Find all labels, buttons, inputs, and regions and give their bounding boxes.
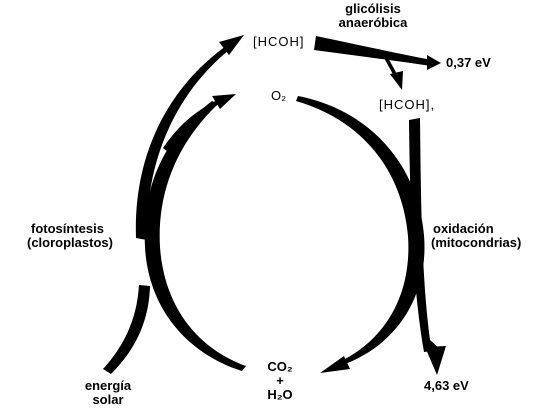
glycolysis-wedge xyxy=(314,36,432,66)
solar-line1: energía xyxy=(84,378,132,393)
oxidation-branch xyxy=(409,118,441,352)
h2o-text: H₂O xyxy=(267,387,293,402)
glycolysis-line2: anaeróbica xyxy=(338,15,408,30)
arrowhead-to-oxidation-energy xyxy=(425,346,446,375)
arrowhead-to-glycolysis-energy xyxy=(427,55,441,70)
hcoh-top-label: [HCOH] xyxy=(253,34,305,49)
photosynthesis-line2: (cloroplastos) xyxy=(27,235,113,250)
glycolysis-energy-label: 0,37 eV xyxy=(446,55,491,70)
solar-energy-tail xyxy=(103,285,150,374)
o2-label: O₂ xyxy=(271,88,287,103)
glycolysis-line1: glicólisis xyxy=(345,1,401,16)
oxidation-crescent xyxy=(296,96,425,364)
oxidation-line2: (mitocondrias) xyxy=(431,235,522,250)
glycolysis-label: glicólisis anaeróbica xyxy=(330,2,416,30)
oxidation-line1: oxidación xyxy=(433,221,494,236)
co2-h2o-label: CO₂ + H₂O xyxy=(262,360,298,402)
arrowhead-to-hcoh-right xyxy=(390,71,403,90)
hcoh-right-label: [HCOH], xyxy=(379,97,436,112)
oxidation-energy-label: 4,63 eV xyxy=(424,378,469,393)
arrowhead-to-o2 xyxy=(212,94,236,109)
plus-text: + xyxy=(276,373,284,388)
glycolysis-down-stem xyxy=(383,54,398,78)
co2-text: CO₂ xyxy=(267,359,293,374)
arrowhead-to-hcoh xyxy=(219,35,244,55)
photosynthesis-inner-arc xyxy=(163,100,219,152)
solar-line2: solar xyxy=(92,392,124,407)
photosynthesis-line1: fotosíntesis xyxy=(31,221,104,236)
oxidation-label: oxidación (mitocondrias) xyxy=(431,222,521,250)
photosynthesis-label: fotosíntesis (cloroplastos) xyxy=(27,222,113,250)
photosynthesis-outer-arc xyxy=(135,46,229,240)
arrowhead-to-co2 xyxy=(320,356,350,373)
photosynthesis-crescent xyxy=(144,101,246,371)
solar-energy-label: energía solar xyxy=(78,379,138,407)
